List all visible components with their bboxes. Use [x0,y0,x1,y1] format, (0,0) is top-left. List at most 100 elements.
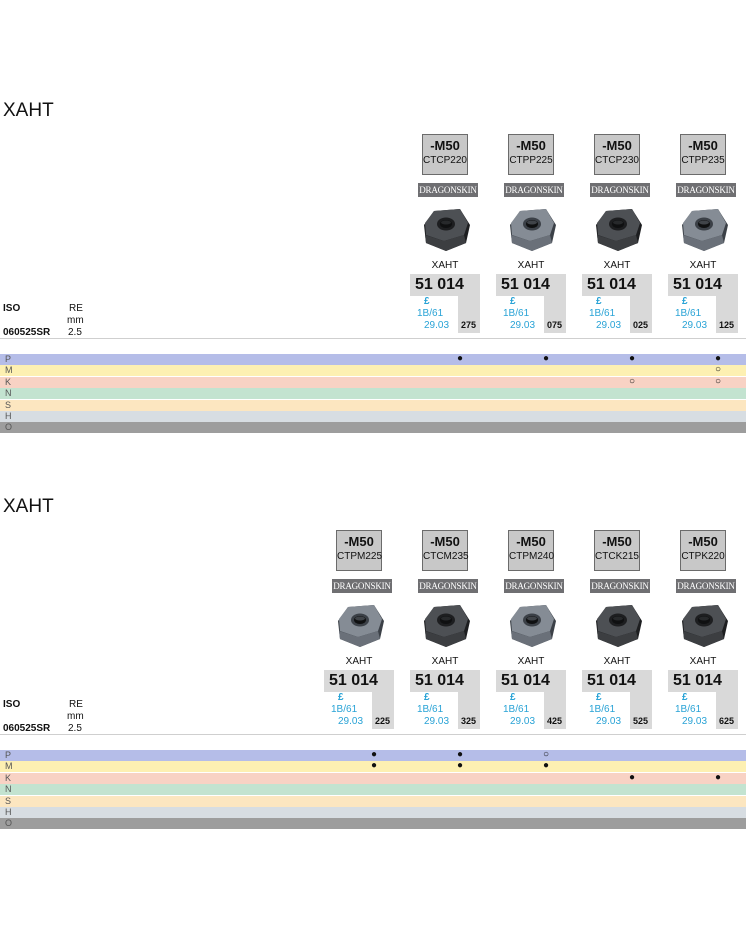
insert-image [424,605,470,647]
dragonskin-logo: DRAGONSKIN [676,579,736,593]
order-suffix: 525 [633,716,649,726]
price-bg [582,296,630,333]
insert-picture [594,601,644,651]
price-bg [496,296,544,333]
dragonskin-logo: DRAGONSKIN [504,579,564,593]
material-row-M: M●●● [0,760,746,773]
order-suffix: 275 [461,320,477,330]
material-label: P [5,354,12,364]
material-row-S: S [0,795,746,807]
order-suffix: 325 [461,716,477,726]
insert-name: XAHT [603,260,631,271]
material-row-P: P●●●● [0,353,746,365]
catalog-page-ref: 1B/61 [675,704,702,715]
price-bg [668,296,716,333]
insert-name: XAHT [517,656,545,667]
grade-code: CTCM235 [423,551,469,562]
order-number: 51 014 ... [324,670,394,707]
suitability-mark: ○ [714,364,722,376]
insert-picture [508,601,558,651]
material-row-N: N [0,388,746,400]
price-value: 29.03 [682,716,708,727]
dragonskin-logo: DRAGONSKIN [590,579,650,593]
material-row-H: H [0,411,746,422]
currency-symbol: £ [510,296,516,307]
re-label: RE [69,303,83,314]
geometry-label: -M50 [602,534,632,549]
price-bg [410,692,458,729]
suffix-bg [544,692,566,729]
price-value: 29.03 [424,716,450,727]
order-suffix: 625 [719,716,735,726]
suitability-mark: ● [714,771,722,783]
grade-code: CTPP235 [681,155,725,166]
currency-symbol: £ [338,692,344,703]
header-separator [0,734,746,735]
suitability-mark: ○ [628,375,636,387]
currency-symbol: £ [682,296,688,307]
suitability-mark: ● [456,353,464,364]
order-number: 51 014 ... [668,670,738,707]
material-row-O: O [0,818,746,830]
dragonskin-logo: DRAGONSKIN [504,183,564,197]
size-label: 060525SR [3,723,51,734]
insert-name: XAHT [431,260,459,271]
price-value: 29.03 [596,716,622,727]
suffix-bg [458,296,480,333]
iso-label: ISO [3,303,21,314]
insert-image [424,209,470,251]
insert-picture [422,601,472,651]
grade-code: CTPM225 [337,551,383,562]
material-row-O: O [0,422,746,434]
grade-code: CTPM240 [509,551,555,562]
grade-code: CTCP230 [595,155,639,166]
material-row-K: K○○ [0,375,746,388]
price-bg [324,692,372,729]
insert-picture [680,205,730,255]
insert-picture [422,205,472,255]
order-suffix: 075 [547,320,563,330]
grade-code: CTCP220 [423,155,467,166]
price-value: 29.03 [510,320,536,331]
material-row-N: N [0,784,746,796]
material-row-K: K ● ● [0,771,746,784]
material-label: S [5,399,12,410]
insert-image [510,605,556,647]
insert-name: XAHT [689,656,717,667]
insert-image [682,605,728,647]
suitability-mark: ● [542,760,550,772]
price-bg [668,692,716,729]
catalog-page-ref: 1B/61 [589,704,616,715]
suffix-bg [716,296,738,333]
price-value: 29.03 [510,716,536,727]
catalog-page-ref: 1B/61 [331,704,358,715]
geometry-label: -M50 [430,534,460,549]
material-label: K [5,772,12,783]
size-label: 060525SR [3,327,51,338]
order-number: 51 014 ... [668,274,738,311]
grade-code: CTPK220 [681,551,725,562]
suitability-mark: ● [628,771,636,783]
geometry-label: -M50 [516,138,546,153]
suffix-bg [372,692,394,729]
geometry-label: -M50 [688,534,718,549]
re-value: 2.5 [68,723,82,734]
order-number: 51 014 ... [496,670,566,707]
material-label: M [5,761,13,772]
material-label: K [5,376,12,387]
order-suffix: 425 [547,716,563,726]
insert-image [682,209,728,251]
